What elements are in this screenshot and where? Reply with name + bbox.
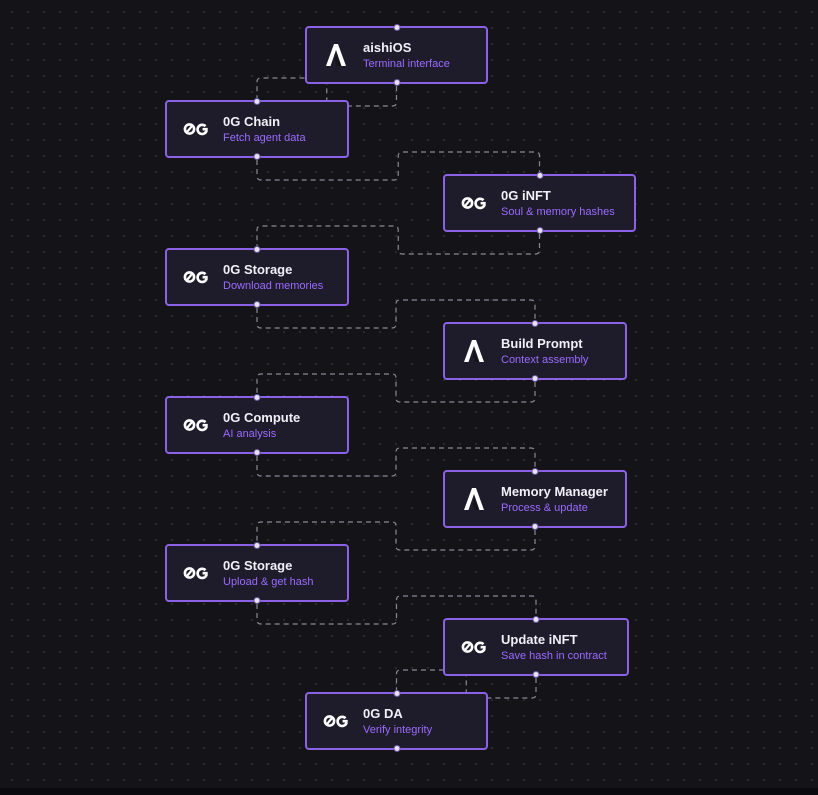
node-subtitle: Process & update: [501, 502, 588, 514]
node-subtitle: Upload & get hash: [223, 576, 314, 588]
output-handle[interactable]: [536, 227, 543, 234]
node-text: 0G DA Verify integrity: [363, 706, 432, 738]
aishi-logo-icon: [461, 338, 487, 364]
node-text: 0G Compute AI analysis: [223, 410, 300, 442]
node-title: Memory Manager: [501, 484, 608, 499]
node-subtitle: Terminal interface: [363, 58, 450, 70]
input-handle[interactable]: [531, 468, 539, 475]
input-handle[interactable]: [393, 690, 400, 697]
edge-aishios-to-chain[interactable]: [256, 77, 398, 107]
node-text: Update iNFT Save hash in contract: [501, 632, 607, 664]
edge-storage2-to-update[interactable]: [256, 595, 537, 625]
output-handle[interactable]: [253, 301, 261, 308]
output-handle[interactable]: [253, 449, 261, 456]
node-title: 0G Storage: [223, 262, 293, 277]
0g-logo-icon: [183, 412, 209, 438]
node-subtitle: Verify integrity: [363, 724, 433, 736]
node-title: 0G DA: [363, 706, 403, 721]
node-subtitle: Context assembly: [501, 354, 589, 366]
0g-logo-icon: [323, 708, 349, 734]
node-subtitle: Download memories: [223, 280, 324, 292]
edge-inft-to-storage1[interactable]: [256, 225, 541, 255]
aishi-logo-icon: [461, 486, 487, 512]
node-text: aishiOS Terminal interface: [363, 40, 450, 72]
node-subtitle: Soul & memory hashes: [501, 206, 615, 218]
0g-logo-icon: [183, 264, 209, 290]
node-title: Update iNFT: [501, 632, 578, 647]
output-handle[interactable]: [531, 523, 539, 530]
input-handle[interactable]: [253, 542, 261, 549]
output-handle[interactable]: [253, 153, 261, 160]
node-aishios[interactable]: aishiOS Terminal interface: [305, 24, 488, 86]
0g-logo-icon: [461, 190, 487, 216]
input-handle[interactable]: [532, 616, 540, 623]
node-title: 0G iNFT: [501, 188, 551, 203]
node-update[interactable]: Update iNFT Save hash in contract: [443, 616, 629, 678]
input-handle[interactable]: [253, 394, 261, 401]
output-handle[interactable]: [532, 671, 540, 678]
input-handle[interactable]: [253, 98, 261, 105]
edge-chain-to-inft[interactable]: [256, 151, 541, 181]
node-title: 0G Chain: [223, 114, 281, 129]
edge-prompt-to-compute[interactable]: [256, 373, 536, 403]
node-title: aishiOS: [363, 40, 412, 55]
node-compute[interactable]: 0G Compute AI analysis: [165, 394, 349, 456]
input-handle[interactable]: [536, 172, 543, 179]
edge-memory-to-storage2[interactable]: [256, 521, 536, 551]
node-subtitle: Fetch agent data: [223, 132, 306, 144]
aishi-logo-icon: [323, 42, 349, 68]
output-handle[interactable]: [253, 597, 261, 604]
node-inft[interactable]: 0G iNFT Soul & memory hashes: [443, 172, 636, 234]
node-title: Build Prompt: [501, 336, 583, 351]
node-da[interactable]: 0G DA Verify integrity: [305, 690, 488, 752]
output-handle[interactable]: [393, 745, 400, 752]
0g-logo-icon: [461, 634, 487, 660]
input-handle[interactable]: [253, 246, 261, 253]
input-handle[interactable]: [393, 24, 400, 31]
node-subtitle: AI analysis: [223, 428, 277, 440]
edge-update-to-da[interactable]: [395, 669, 537, 699]
output-handle[interactable]: [531, 375, 539, 382]
0g-logo-icon: [183, 560, 209, 586]
node-title: 0G Storage: [223, 558, 293, 573]
0g-logo-icon: [183, 116, 209, 142]
input-handle[interactable]: [531, 320, 539, 327]
edge-compute-to-memory[interactable]: [256, 447, 536, 477]
node-subtitle: Save hash in contract: [501, 650, 607, 662]
node-title: 0G Compute: [223, 410, 301, 425]
bottom-bar: [0, 788, 818, 795]
output-handle[interactable]: [393, 79, 400, 86]
node-text: 0G iNFT Soul & memory hashes: [501, 188, 615, 220]
edge-storage1-to-prompt[interactable]: [256, 299, 536, 329]
